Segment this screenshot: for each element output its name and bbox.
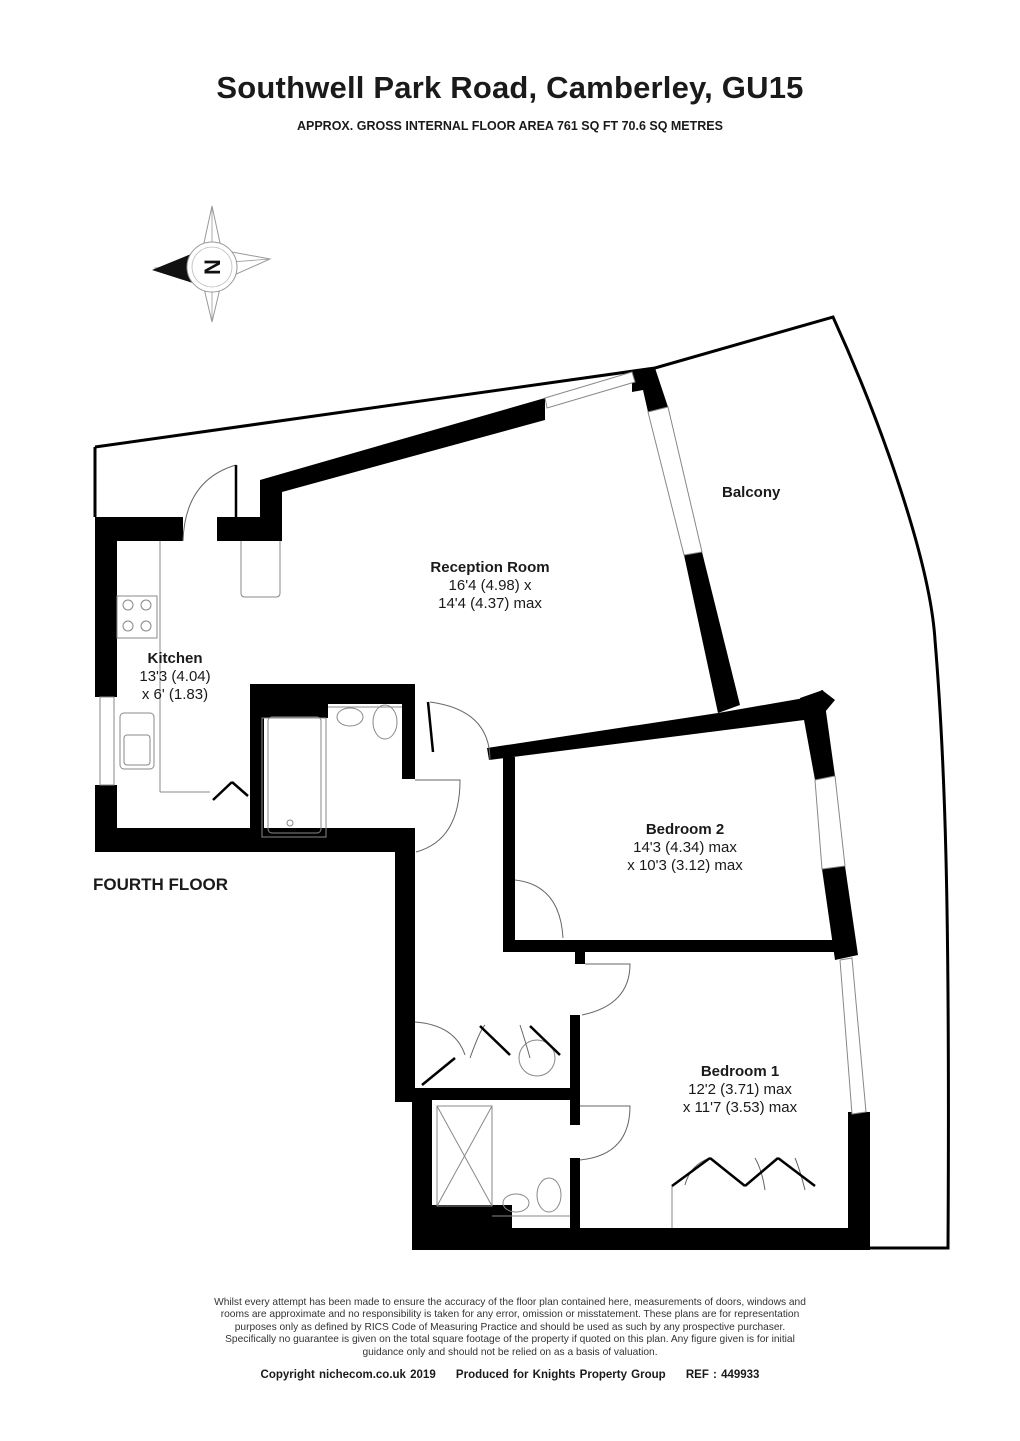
copyright-text: Copyright nichecom.co.uk 2019 [260,1369,436,1381]
floor-label: FOURTH FLOOR [93,875,229,894]
floor-area-subtitle: APPROX. GROSS INTERNAL FLOOR AREA 761 SQ… [296,119,723,133]
disclaimer-line: rooms are approximate and no responsibil… [220,1309,800,1321]
compass-letter: N [200,259,225,275]
room-dimension: 12'2 (3.71) max [688,1081,792,1098]
room-dimension: x 10'3 (3.12) max [627,857,743,874]
room-dimension: 14'4 (4.37) max [438,595,542,612]
room-dimension: x 6' (1.83) [141,686,209,703]
room-dimension: 13'3 (4.04) [139,668,211,685]
room-name: Bedroom 2 [645,821,725,838]
room-dimension: 14'3 (4.34) max [633,839,737,856]
room-dimension: x 11'7 (3.53) max [682,1099,798,1116]
produced-for-text: Produced for Knights Property Group [455,1369,666,1381]
room-name: Bedroom 1 [700,1063,780,1080]
room-label-reception: Reception Room 16'4 (4.98) x 14'4 (4.37)… [395,559,585,613]
fixtures [116,541,673,1228]
windows [99,371,867,1115]
room-label-bedroom-2: Bedroom 2 14'3 (4.34) max x 10'3 (3.12) … [595,821,775,875]
room-name: Kitchen [147,650,203,667]
reference-number: REF : 449933 [685,1369,760,1381]
walls [95,368,870,1250]
balcony-label: Balcony [722,484,781,501]
footer: Copyright nichecom.co.uk 2019 Produced f… [0,1369,1020,1381]
door-leaves [212,465,816,1188]
compass-north-icon [152,205,272,323]
disclaimer-line: guidance only and should not be relied o… [362,1346,658,1358]
room-name: Reception Room [430,559,550,576]
disclaimer-line: Whilst every attempt has been made to en… [214,1297,806,1308]
disclaimer-line: purposes only as defined by RICS Code of… [234,1321,786,1333]
page-title: Southwell Park Road, Camberley, GU15 [216,70,804,105]
room-label-kitchen: Kitchen 13'3 (4.04) x 6' (1.83) [120,650,230,704]
balcony-outline [93,315,950,1250]
disclaimer-line: Specifically no guarantee is given on th… [225,1334,795,1346]
disclaimer: Whilst every attempt has been made to en… [140,1297,880,1359]
doors [182,464,806,1191]
room-label-bedroom-1: Bedroom 1 12'2 (3.71) max x 11'7 (3.53) … [650,1063,830,1117]
room-dimension: 16'4 (4.98) x [448,577,532,594]
